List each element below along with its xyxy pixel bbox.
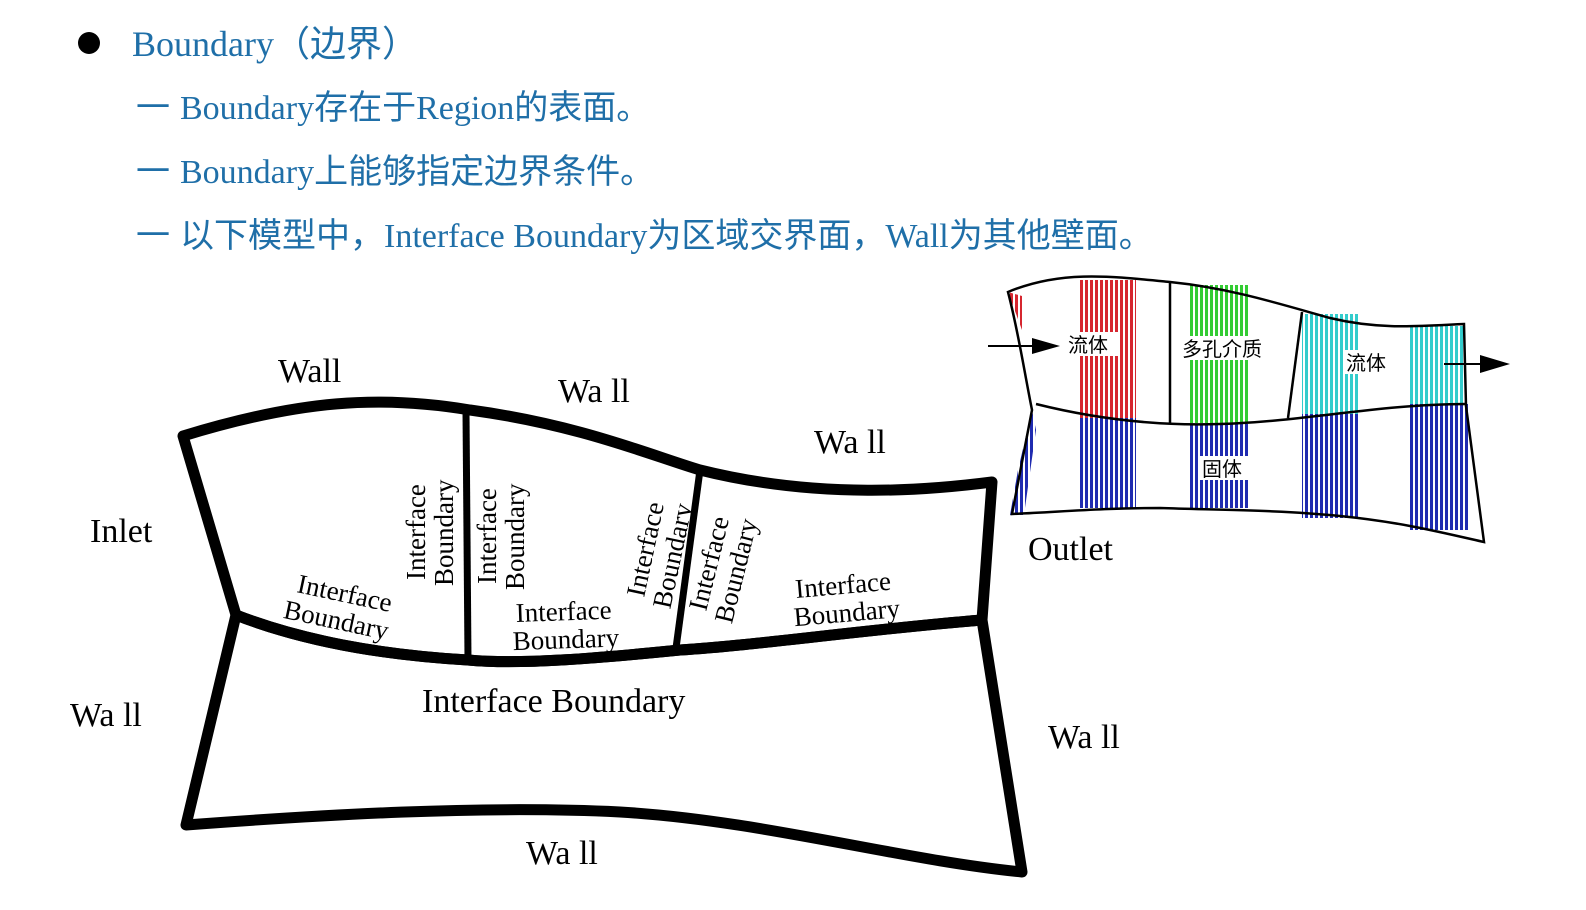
sub-bullet-2: 一 Boundary上能够指定边界条件。	[136, 156, 654, 190]
fluid-label-right: 流体	[1346, 352, 1386, 375]
sub-bullet-1: 一 Boundary存在于Region的表面。	[136, 92, 650, 126]
wall-label-bottom: Wa ll	[526, 835, 598, 872]
interface-label-c: Interface Boundary	[472, 483, 530, 590]
bullet-title: Boundary（边界）	[132, 24, 418, 64]
outlet-label: Outlet	[1028, 531, 1114, 568]
material-divider-2	[1286, 311, 1304, 419]
label-backdrop	[1066, 332, 1118, 356]
interface-label-b: Interface Boundary	[401, 479, 459, 586]
wall-label-top-mid: Wa ll	[558, 373, 630, 410]
solid-band-blue-4	[1410, 404, 1470, 530]
sub-bullet-text: Boundary上能够指定边界条件。	[180, 154, 655, 191]
solid-band-blue-1	[1080, 418, 1136, 508]
interface-horizontal-label: Interface Boundary	[422, 683, 685, 720]
sub-bullet-text: Boundary存在于Region的表面。	[180, 90, 651, 127]
label-backdrop	[1200, 456, 1252, 480]
inlet-arrow-icon	[988, 338, 1060, 354]
interface-label-line: Boundary	[429, 479, 459, 586]
bullet-dot-icon	[78, 32, 100, 54]
outlet-arrow-icon	[1444, 355, 1510, 373]
dash-marker: 一	[136, 154, 170, 191]
inlet-label: Inlet	[90, 513, 153, 550]
interface-label-line: Interface	[401, 484, 431, 580]
interface-line-1	[462, 411, 472, 661]
wall-label-top-right: Wa ll	[814, 424, 886, 461]
sub-bullet-text: 以下模型中，Interface Boundary为区域交界面，Wall为其他壁面…	[180, 218, 1153, 255]
material-horizontal-divider	[1035, 402, 1467, 426]
interface-label-g: Interface Boundary	[792, 566, 901, 632]
label-backdrop	[1344, 350, 1396, 374]
label-backdrop	[1180, 336, 1276, 360]
wall-label-top-left: Wall	[278, 353, 341, 390]
sub-bullet-3: 一以下模型中，Interface Boundary为区域交界面，Wall为其他壁…	[136, 220, 1153, 254]
solid-band-blue-3	[1302, 414, 1358, 518]
wall-label-left: Wa ll	[70, 697, 142, 734]
solid-label: 固体	[1202, 458, 1242, 481]
interface-label-line: Boundary	[512, 622, 620, 656]
interface-label-line: Boundary	[500, 483, 530, 590]
fluid-label-left: 流体	[1068, 334, 1108, 357]
interface-label-d: Interface Boundary	[512, 595, 620, 656]
dash-marker: 一	[136, 90, 170, 127]
dash-marker: 一	[136, 218, 170, 255]
interface-label-line: Interface	[515, 595, 612, 628]
interface-label-line: Interface	[472, 488, 502, 584]
interface-line-2	[672, 469, 704, 649]
wall-label-right: Wa ll	[1048, 719, 1120, 756]
material-region-outline	[1006, 275, 1486, 544]
porous-label: 多孔介质	[1182, 338, 1262, 361]
